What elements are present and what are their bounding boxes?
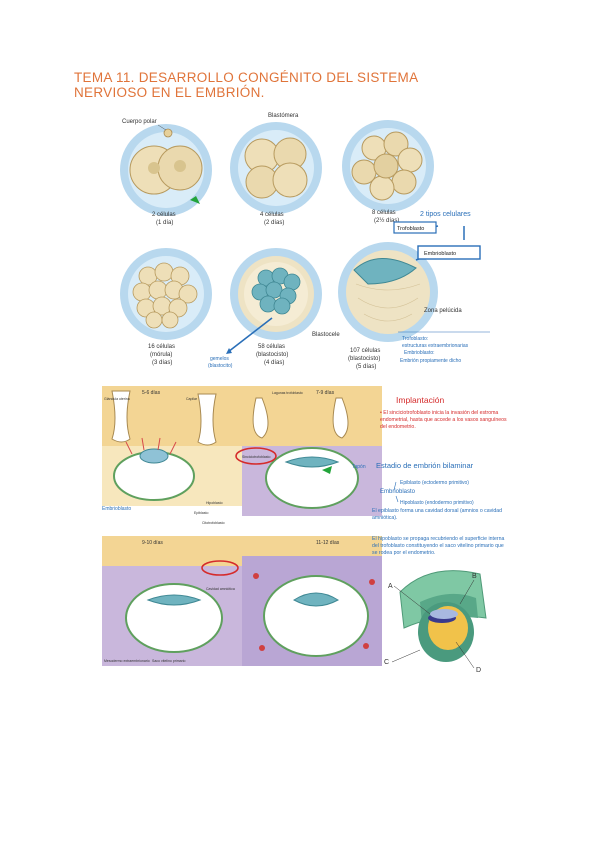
label-58-cells-sub: (blastocisto) (256, 352, 288, 358)
label-sinciciotrofoblasto: Sinciciotrofoblasto (242, 455, 270, 459)
label-glandula: Glándula uterina (104, 397, 130, 401)
label-4-cells-day: (2 días) (264, 220, 284, 226)
stage-11-12-days (242, 536, 382, 666)
label-gemelos: gemelos (210, 356, 229, 362)
notes-subheading: Estadio de embrión bilaminar (376, 461, 474, 470)
implantation-figure: 5-6 días 7-9 días 9-10 días 11-12 días G… (102, 386, 382, 671)
label-mesodermo: Mesodermo extraembrionario (104, 659, 150, 663)
cleavage-stages-figure: Cuerpo polar Blastómera 2 células (1 día… (118, 108, 490, 376)
stage-2-cells (120, 124, 212, 216)
label-107-cells: 107 células (350, 348, 380, 354)
notes-p1: • El sinciciotrofoblasto inicia la invas… (380, 410, 507, 430)
label-hipoblasto: Hipoblasto (206, 501, 223, 505)
stage-58-cells (230, 248, 322, 340)
notes-heading: Implantación (396, 395, 444, 405)
label-7-9-days: 7-9 días (316, 390, 335, 396)
stage-7-9-days (235, 386, 382, 516)
label-11-12-days: 11-12 días (316, 540, 340, 546)
stage-16-cells (120, 248, 212, 340)
label-107-cells-day: (5 días) (356, 364, 376, 370)
notes-embrioblasto: Embrioblasto (380, 489, 416, 495)
svg-text:Embrión propiamente dicho: Embrión propiamente dicho (400, 358, 461, 364)
notes-p3: El hipoblasto se propaga recubriendo el … (372, 536, 505, 556)
label-107-cells-sub: (blastocisto) (348, 356, 380, 362)
label-zona-pelucida: Zona pelúcida (424, 308, 462, 314)
label-lagunas: Lagunas trofoblasto (272, 391, 303, 395)
svg-text:Embrioblasto:: Embrioblasto: (404, 350, 435, 356)
stage-5-6-days (102, 386, 242, 506)
notes-hipoblasto: Hipoblasto (endodermo primitivo) (400, 500, 474, 506)
label-16-cells-day: (3 días) (152, 360, 172, 366)
label-saco-vitelino: Saco vitelino primario (152, 659, 186, 663)
letter-a: A (388, 583, 393, 590)
label-embrioblasto: Embrioblasto (424, 251, 456, 257)
label-embrioblasto-left: Embrioblasto (102, 506, 131, 512)
label-trofoblasto: Trofoblasto (397, 226, 424, 232)
label-9-10-days: 9-10 días (142, 540, 163, 546)
letter-d: D (476, 667, 481, 674)
letter-b: B (472, 573, 477, 580)
svg-text:Trofoblasto:: Trofoblasto: (402, 336, 428, 342)
stage-9-10-days (102, 536, 242, 666)
label-tapon: Tapón (352, 464, 366, 470)
label-gemelos-sub: (blastocito) (208, 363, 233, 369)
stage-4-cells (230, 122, 322, 214)
label-capilar: Capilar (186, 397, 198, 401)
label-2-tipos: 2 tipos celulares (420, 211, 471, 218)
trofoblasto-box (393, 221, 437, 234)
label-epiblasto: Epiblasto (194, 511, 208, 515)
label-58-cells-day: (4 días) (264, 360, 284, 366)
label-2-cells: 2 células (152, 212, 176, 218)
embryo-illustration (399, 570, 487, 662)
label-16-cells: 16 células (148, 344, 175, 350)
notes-p2: El epiblasto forma una cavidad dorsal (a… (372, 508, 503, 521)
highlight-oval (235, 447, 277, 465)
label-4-cells: 4 células (260, 212, 284, 218)
svg-text:estructuras extraembrionarias: estructuras extraembrionarias (402, 343, 469, 349)
notes-epiblasto: Epiblasto (ectodermo primitivo) (400, 480, 469, 486)
label-8-cells: 8 células (372, 210, 396, 216)
stage-8-cells (342, 120, 434, 212)
label-58-cells: 58 células (258, 344, 285, 350)
label-5-6-days: 5-6 días (142, 390, 161, 396)
stage-107-cells (338, 242, 438, 342)
implantation-notes: Implantación • El sinciciotrofoblasto in… (372, 395, 507, 674)
label-8-cells-day: (2½ días) (374, 217, 399, 224)
label-cavidad: Cavidad amniótica (206, 587, 235, 591)
label-2-cells-day: (1 día) (156, 220, 173, 226)
label-citotrofoblasto: Citotrofoblasto (202, 521, 225, 525)
label-blastocele: Blastocele (312, 332, 340, 338)
label-blastomera: Blastómera (268, 113, 299, 119)
letter-c: C (384, 659, 389, 666)
label-cuerpo-polar: Cuerpo polar (122, 119, 157, 125)
embrioblasto-box (417, 245, 481, 260)
page-title: TEMA 11. DESARROLLO CONGÉNITO DEL SISTEM… (74, 70, 418, 100)
label-16-cells-sub: (mórula) (150, 352, 172, 358)
tipos-note: Trofoblasto: estructuras extraembrionari… (398, 331, 490, 364)
